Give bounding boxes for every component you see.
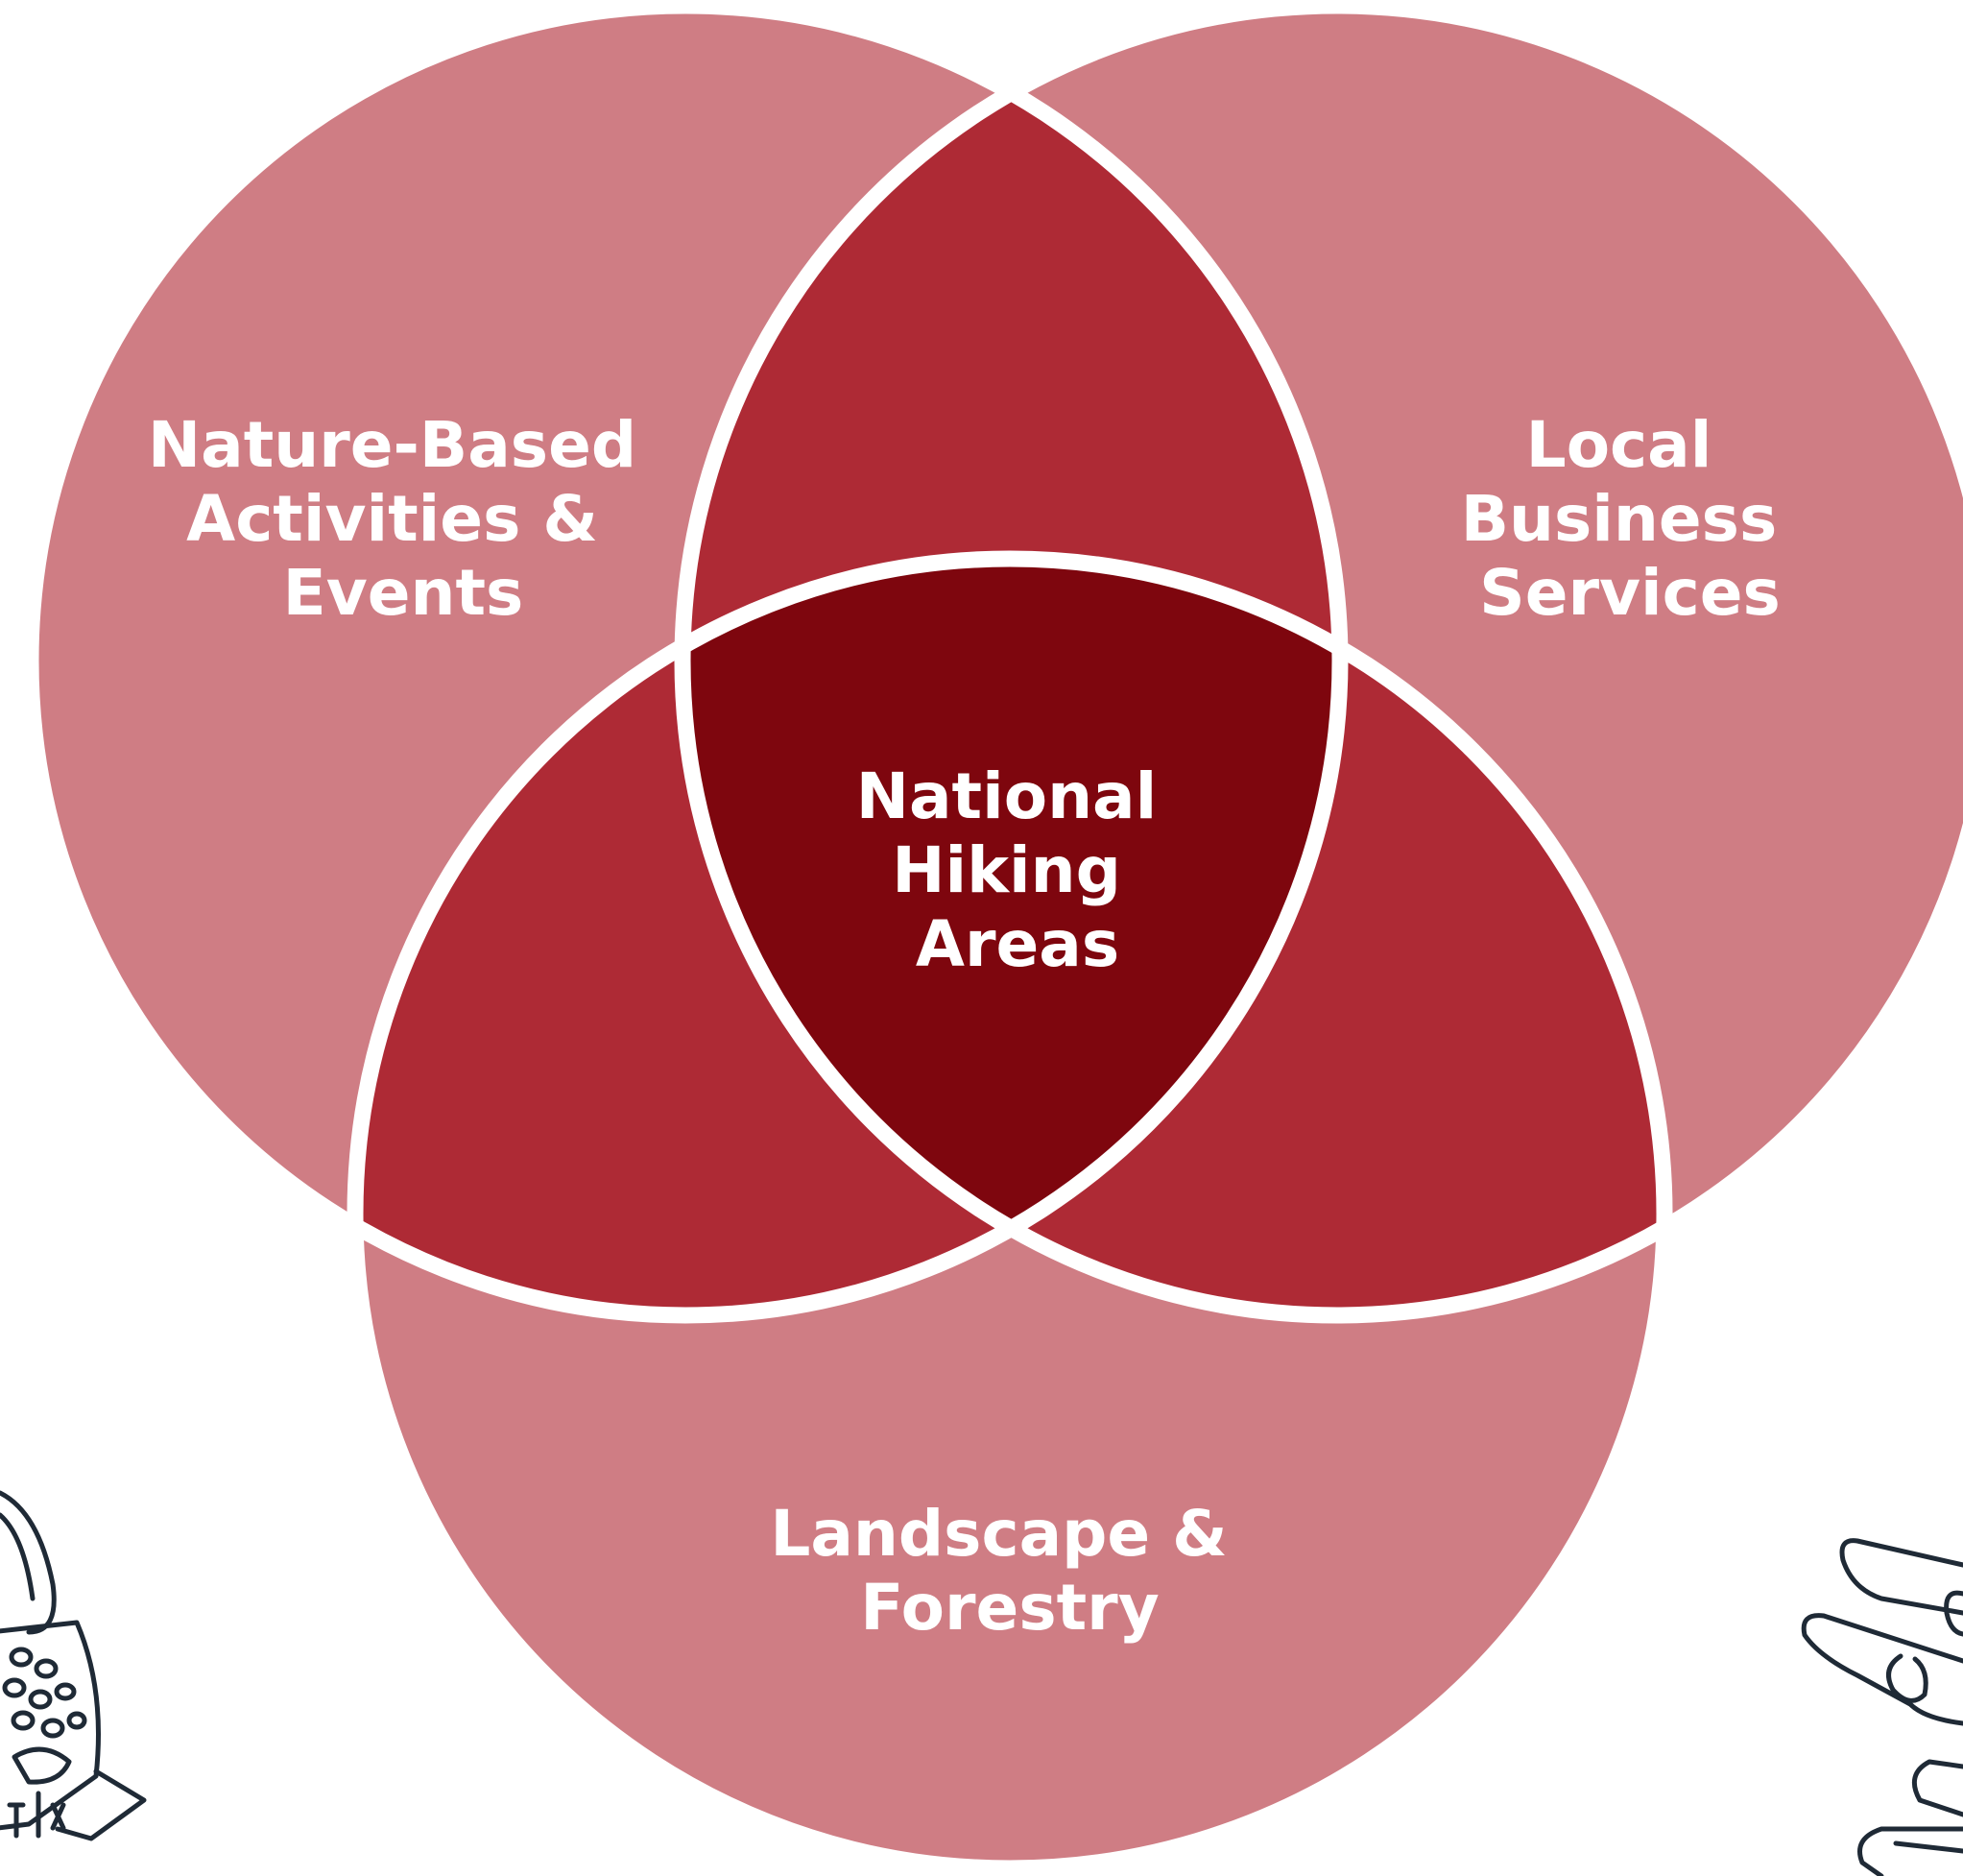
hand-doodle-icon (1801, 1538, 1963, 1876)
label-nature-based: Nature-Based Activities & Events (148, 408, 658, 630)
label-landscape-forestry: Landscape & Forestry (770, 1497, 1249, 1645)
outline-nature-based (22, 0, 1349, 1324)
label-national-hiking-areas: National Hiking Areas (856, 759, 1179, 981)
handbag-doodle-icon (0, 1490, 147, 1841)
outline-landscape (347, 550, 1673, 1876)
label-local-business: Local Business Services (1461, 408, 1800, 630)
outline-local-business (674, 0, 1963, 1324)
